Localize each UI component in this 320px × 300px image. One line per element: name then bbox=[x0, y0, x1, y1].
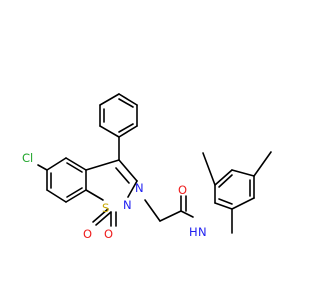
bond bbox=[118, 93, 138, 106]
bond bbox=[118, 159, 138, 182]
bond-inner bbox=[118, 98, 134, 108]
bond bbox=[144, 199, 161, 222]
bond bbox=[214, 202, 233, 210]
bond bbox=[92, 208, 109, 223]
bond bbox=[214, 169, 233, 186]
bond-inner bbox=[218, 198, 233, 205]
bond bbox=[159, 210, 182, 222]
bond bbox=[37, 164, 48, 171]
bond bbox=[85, 189, 104, 201]
bond bbox=[46, 189, 67, 203]
bond-inner bbox=[66, 162, 83, 173]
sulfonamide-nitrogen-label: N bbox=[123, 198, 132, 212]
carbonyl-oxygen-label: O bbox=[178, 183, 187, 197]
amide-nitrogen-label: N bbox=[198, 225, 207, 239]
bond bbox=[180, 210, 194, 218]
background bbox=[0, 0, 300, 300]
molecule-structure: Cl N N S O O O H N bbox=[0, 0, 300, 300]
bond bbox=[231, 169, 255, 177]
bond bbox=[99, 125, 120, 138]
sulfonyl-oxygen-right-label: O bbox=[104, 227, 113, 241]
bond-inner bbox=[118, 123, 134, 133]
sulfur-label: S bbox=[102, 201, 109, 215]
atom-labels: Cl N N S O O O H N bbox=[22, 151, 207, 241]
bond-lines bbox=[37, 93, 272, 234]
chlorine-label: Cl bbox=[22, 151, 33, 165]
bond bbox=[99, 93, 120, 106]
bond bbox=[253, 151, 272, 177]
sulfonyl-oxygen-left-label: O bbox=[83, 227, 92, 241]
bond bbox=[65, 157, 87, 171]
bond-inner bbox=[66, 187, 83, 198]
bond bbox=[118, 125, 138, 138]
bond bbox=[202, 152, 216, 186]
bond bbox=[85, 159, 120, 171]
bond-inner bbox=[115, 167, 130, 184]
bond bbox=[95, 211, 112, 226]
ring-nitrogen-label: N bbox=[135, 181, 144, 195]
bond bbox=[46, 157, 67, 171]
bond bbox=[65, 189, 87, 203]
bond bbox=[127, 180, 138, 198]
amide-hydrogen-label: H bbox=[189, 225, 198, 239]
bond bbox=[231, 197, 255, 210]
bond-inner bbox=[218, 174, 233, 188]
